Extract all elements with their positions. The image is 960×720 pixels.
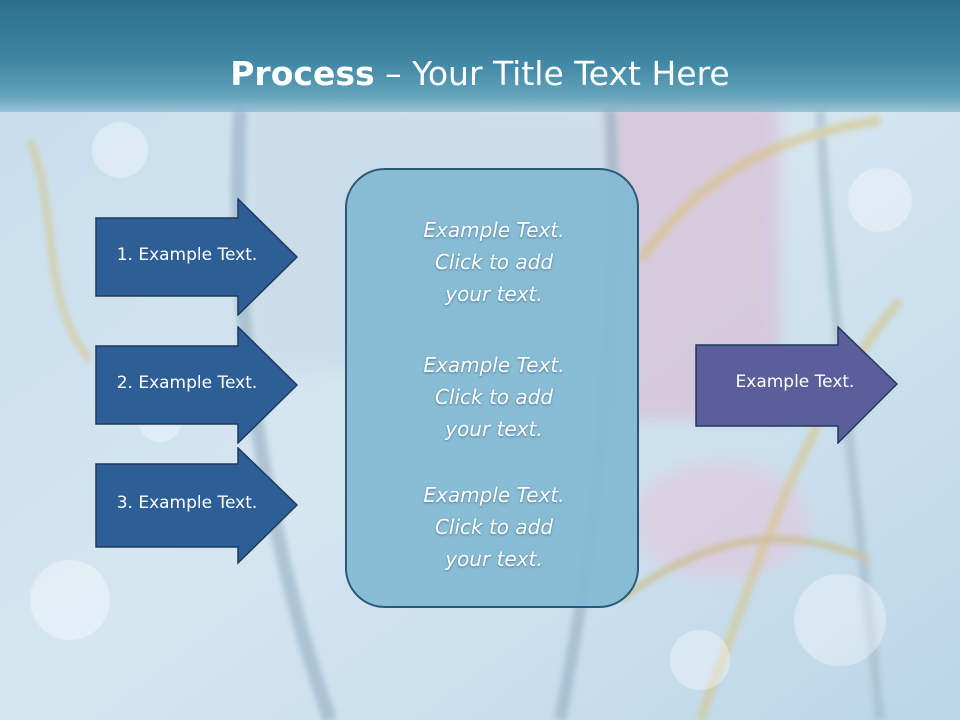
arrow-shape-icon: [95, 326, 299, 444]
center-paragraph-3: Example Text. Click to add your text.: [347, 479, 641, 575]
center-line: Click to add: [434, 385, 554, 409]
center-line: Click to add: [434, 250, 554, 274]
arrow-shape-icon: [95, 447, 299, 565]
center-line: Example Text.: [423, 353, 565, 377]
center-paragraph-2: Example Text. Click to add your text.: [347, 349, 641, 445]
center-line: Click to add: [434, 515, 554, 539]
center-line: Example Text.: [423, 483, 565, 507]
step-arrow-3[interactable]: 3. Example Text.: [95, 447, 299, 565]
step-arrow-label: 2. Example Text.: [116, 373, 258, 393]
step-arrow-1[interactable]: 1. Example Text.: [95, 198, 299, 316]
arrow-shape-icon: [95, 198, 299, 316]
result-arrow-label: Example Text.: [735, 372, 855, 392]
step-arrow-label: 1. Example Text.: [116, 245, 258, 265]
arrow-shape-icon: [695, 326, 899, 444]
step-arrow-label: 3. Example Text.: [116, 493, 258, 513]
step-arrow-2[interactable]: 2. Example Text.: [95, 326, 299, 444]
title-bar: [0, 0, 960, 112]
center-paragraph-1: Example Text. Click to add your text.: [347, 214, 641, 310]
center-line: your text.: [445, 417, 543, 441]
title-bold: Process: [230, 54, 375, 93]
center-line: Example Text.: [423, 218, 565, 242]
center-text-box[interactable]: Example Text. Click to add your text. Ex…: [345, 168, 639, 608]
title-rest: – Your Title Text Here: [374, 54, 730, 93]
center-line: your text.: [445, 282, 543, 306]
page-title: Process – Your Title Text Here: [0, 54, 960, 94]
center-line: your text.: [445, 547, 543, 571]
result-arrow[interactable]: Example Text.: [695, 326, 899, 444]
